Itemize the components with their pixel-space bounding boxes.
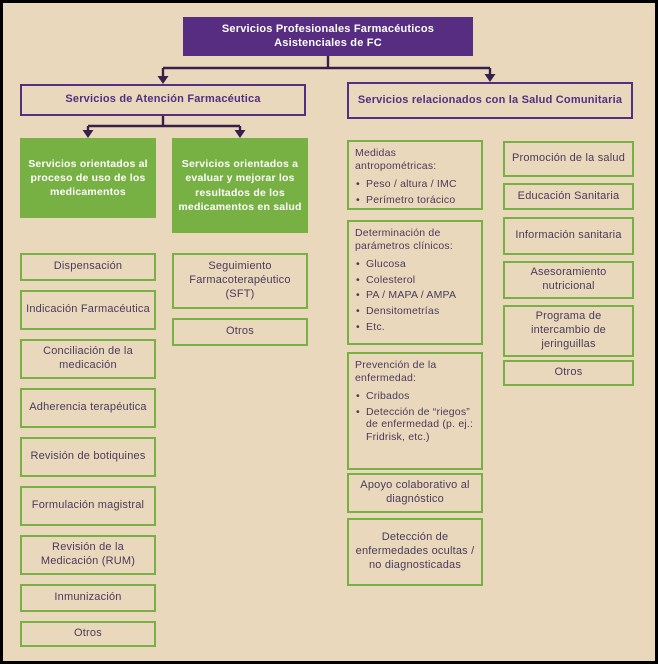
node-seguimiento-farmacoterapeutico: Seguimiento Farmacoterapéutico (SFT)	[172, 253, 308, 309]
bullet-item: Detección de “riegos” de enfermedad (p. …	[355, 406, 475, 444]
panel-title: Determinación de parámetros clínicos:	[355, 227, 453, 252]
panel-parametros-clinicos: Determinación de parámetros clínicos: Gl…	[347, 220, 483, 345]
connector-pharma-arrowheads	[82, 130, 246, 138]
node-label: Servicios relacionados con la Salud Comu…	[357, 93, 623, 106]
panel-prevencion-enfermedad: Prevención de la enfermedad: Cribados De…	[347, 352, 483, 470]
node-apoyo-colaborativo-diagnostico: Apoyo colaborativo al diagnóstico	[347, 473, 483, 513]
node-label: Información sanitaria	[515, 229, 622, 242]
node-label: Asesoramiento nutricional	[530, 266, 607, 292]
bullet-item: Glucosa	[355, 258, 475, 271]
connector-root-split	[161, 56, 492, 77]
node-label: Programa de intercambio de jeringuillas	[531, 310, 606, 350]
node-label: Otros	[554, 366, 583, 379]
node-label: Indicación Farmacéutica	[26, 303, 150, 316]
node-otros-promocion: Otros	[503, 360, 634, 386]
node-label: Conciliación de la medicación	[43, 345, 133, 371]
node-label: Revisión de la Medicación (RUM)	[40, 541, 136, 567]
bullet-item: Perímetro torácico	[355, 194, 475, 207]
node-salud-comunitaria: Servicios relacionados con la Salud Comu…	[347, 82, 633, 119]
node-otros-outcomes: Otros	[172, 318, 308, 346]
node-dispensacion: Dispensación	[20, 253, 156, 281]
node-label: Formulación magistral	[31, 499, 145, 512]
node-label: Promoción de la salud	[511, 152, 626, 165]
node-indicacion-farmaceutica: Indicación Farmacéutica	[20, 290, 156, 330]
node-adherencia-terapeutica: Adherencia terapéutica	[20, 388, 156, 428]
node-atencion-farmaceutica: Servicios de Atención Farmacéutica	[20, 84, 306, 116]
node-label: Educación Sanitaria	[517, 189, 620, 202]
panel-medidas-antropometricas: Medidas antropométricas: Peso / altura /…	[347, 140, 483, 210]
bullet-list: Peso / altura / IMC Perímetro torácico	[355, 178, 475, 206]
bullet-item: PA / MAPA / AMPA	[355, 289, 475, 302]
bullet-list: Glucosa Colesterol PA / MAPA / AMPA Dens…	[355, 258, 475, 333]
node-label: Dispensación	[53, 260, 123, 273]
node-root-label: Servicios Profesionales Farmacéuticos As…	[221, 22, 435, 49]
connector-pharma-split	[86, 116, 242, 131]
node-evaluar-mejorar-resultados: Servicios orientados a evaluar y mejorar…	[172, 138, 308, 233]
node-label: Otros	[74, 627, 102, 640]
node-deteccion-enfermedades-ocultas: Detección de enfermedades ocultas / no d…	[347, 518, 483, 586]
node-asesoramiento-nutricional: Asesoramiento nutricional	[503, 261, 634, 299]
node-root: Servicios Profesionales Farmacéuticos As…	[183, 17, 473, 56]
node-programa-intercambio-jeringuillas: Programa de intercambio de jeringuillas	[503, 305, 634, 357]
node-revision-medicacion-rum: Revisión de la Medicación (RUM)	[20, 535, 156, 575]
node-label: Adherencia terapéutica	[29, 401, 147, 414]
node-label: Servicios de Atención Farmacéutica	[65, 93, 261, 106]
node-label: Servicios orientados al proceso de uso d…	[28, 157, 148, 199]
node-label: Detección de enfermedades ocultas / no d…	[355, 531, 475, 571]
node-formulacion-magistral: Formulación magistral	[20, 486, 156, 526]
node-label: Inmunización	[54, 591, 122, 604]
node-label: Revisión de botiquines	[30, 450, 146, 463]
bullet-item: Densitometrías	[355, 305, 475, 318]
node-label: Apoyo colaborativo al diagnóstico	[360, 479, 470, 505]
node-label: Servicios orientados a evaluar y mejorar…	[178, 158, 302, 213]
node-educacion-sanitaria: Educación Sanitaria	[503, 183, 634, 210]
node-revision-botiquines: Revisión de botiquines	[20, 437, 156, 477]
node-proceso-uso-medicamentos: Servicios orientados al proceso de uso d…	[20, 138, 156, 218]
node-label: Otros	[226, 325, 254, 338]
node-conciliacion-medicacion: Conciliación de la medicación	[20, 339, 156, 379]
node-informacion-sanitaria: Información sanitaria	[503, 217, 634, 255]
node-otros-proceso: Otros	[20, 621, 156, 647]
bullet-item: Etc.	[355, 321, 475, 334]
bullet-item: Colesterol	[355, 274, 475, 287]
panel-title: Prevención de la enfermedad:	[355, 359, 437, 384]
bullet-list: Cribados Detección de “riegos” de enferm…	[355, 390, 475, 443]
bullet-item: Cribados	[355, 390, 475, 403]
node-inmunizacion: Inmunización	[20, 584, 156, 612]
node-label: Seguimiento Farmacoterapéutico (SFT)	[189, 260, 291, 300]
panel-title: Medidas antropométricas:	[355, 147, 437, 172]
bullet-item: Peso / altura / IMC	[355, 178, 475, 191]
node-promocion-salud: Promoción de la salud	[503, 141, 634, 177]
